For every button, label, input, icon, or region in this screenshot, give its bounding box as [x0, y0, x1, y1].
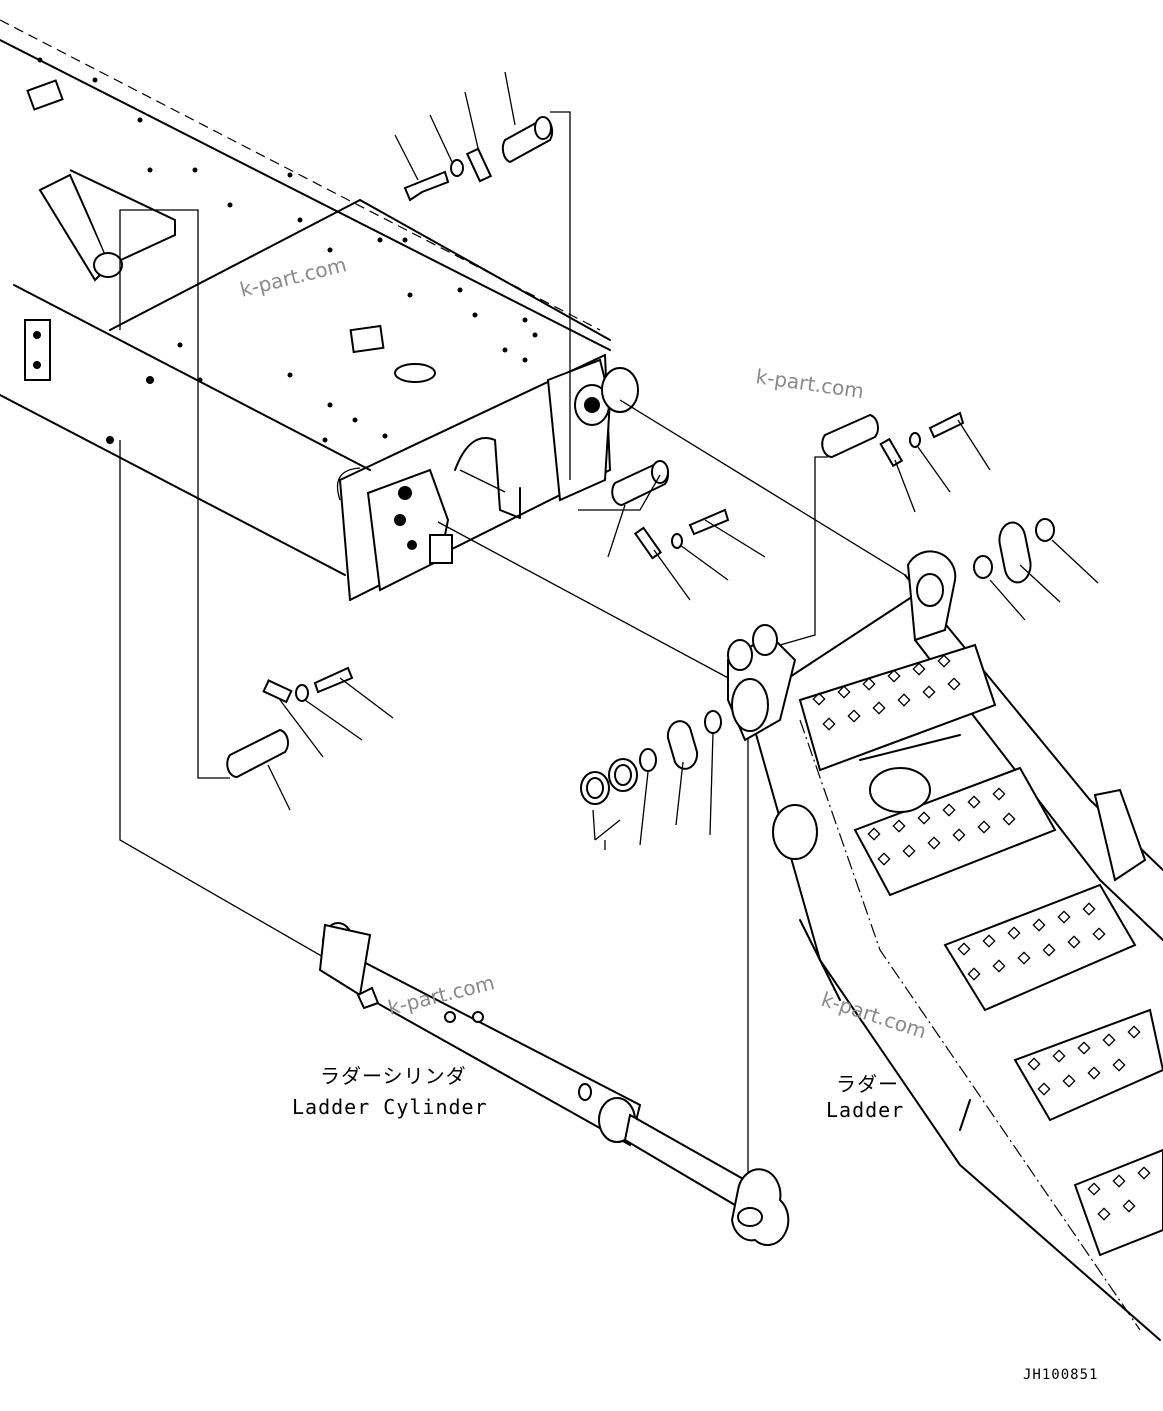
upper-pin-group	[394, 71, 571, 480]
left-pin-group	[119, 209, 394, 811]
right-pin-group	[779, 411, 1099, 646]
ladder-cylinder	[318, 922, 790, 1246]
ladder-label-jp: ラダー	[836, 1072, 899, 1096]
bushing-group	[580, 710, 722, 850]
leader-line-ladder-pivot	[437, 521, 733, 681]
watermark-1: k-part.com	[237, 252, 348, 302]
watermark-4: k-part.com	[818, 987, 929, 1043]
ladder-cylinder-label-jp: ラダーシリンダ	[320, 1064, 467, 1088]
drawing-code: JH100851	[1023, 1367, 1099, 1383]
ladder-cylinder-label-en: Ladder Cylinder	[292, 1095, 488, 1119]
main-frame	[0, 19, 639, 601]
leader-line-ladder-top	[619, 399, 906, 576]
ladder	[727, 550, 1163, 1341]
watermark-2: k-part.com	[754, 364, 865, 403]
ladder-label-en: Ladder	[826, 1098, 905, 1122]
center-pin-group	[578, 460, 766, 601]
